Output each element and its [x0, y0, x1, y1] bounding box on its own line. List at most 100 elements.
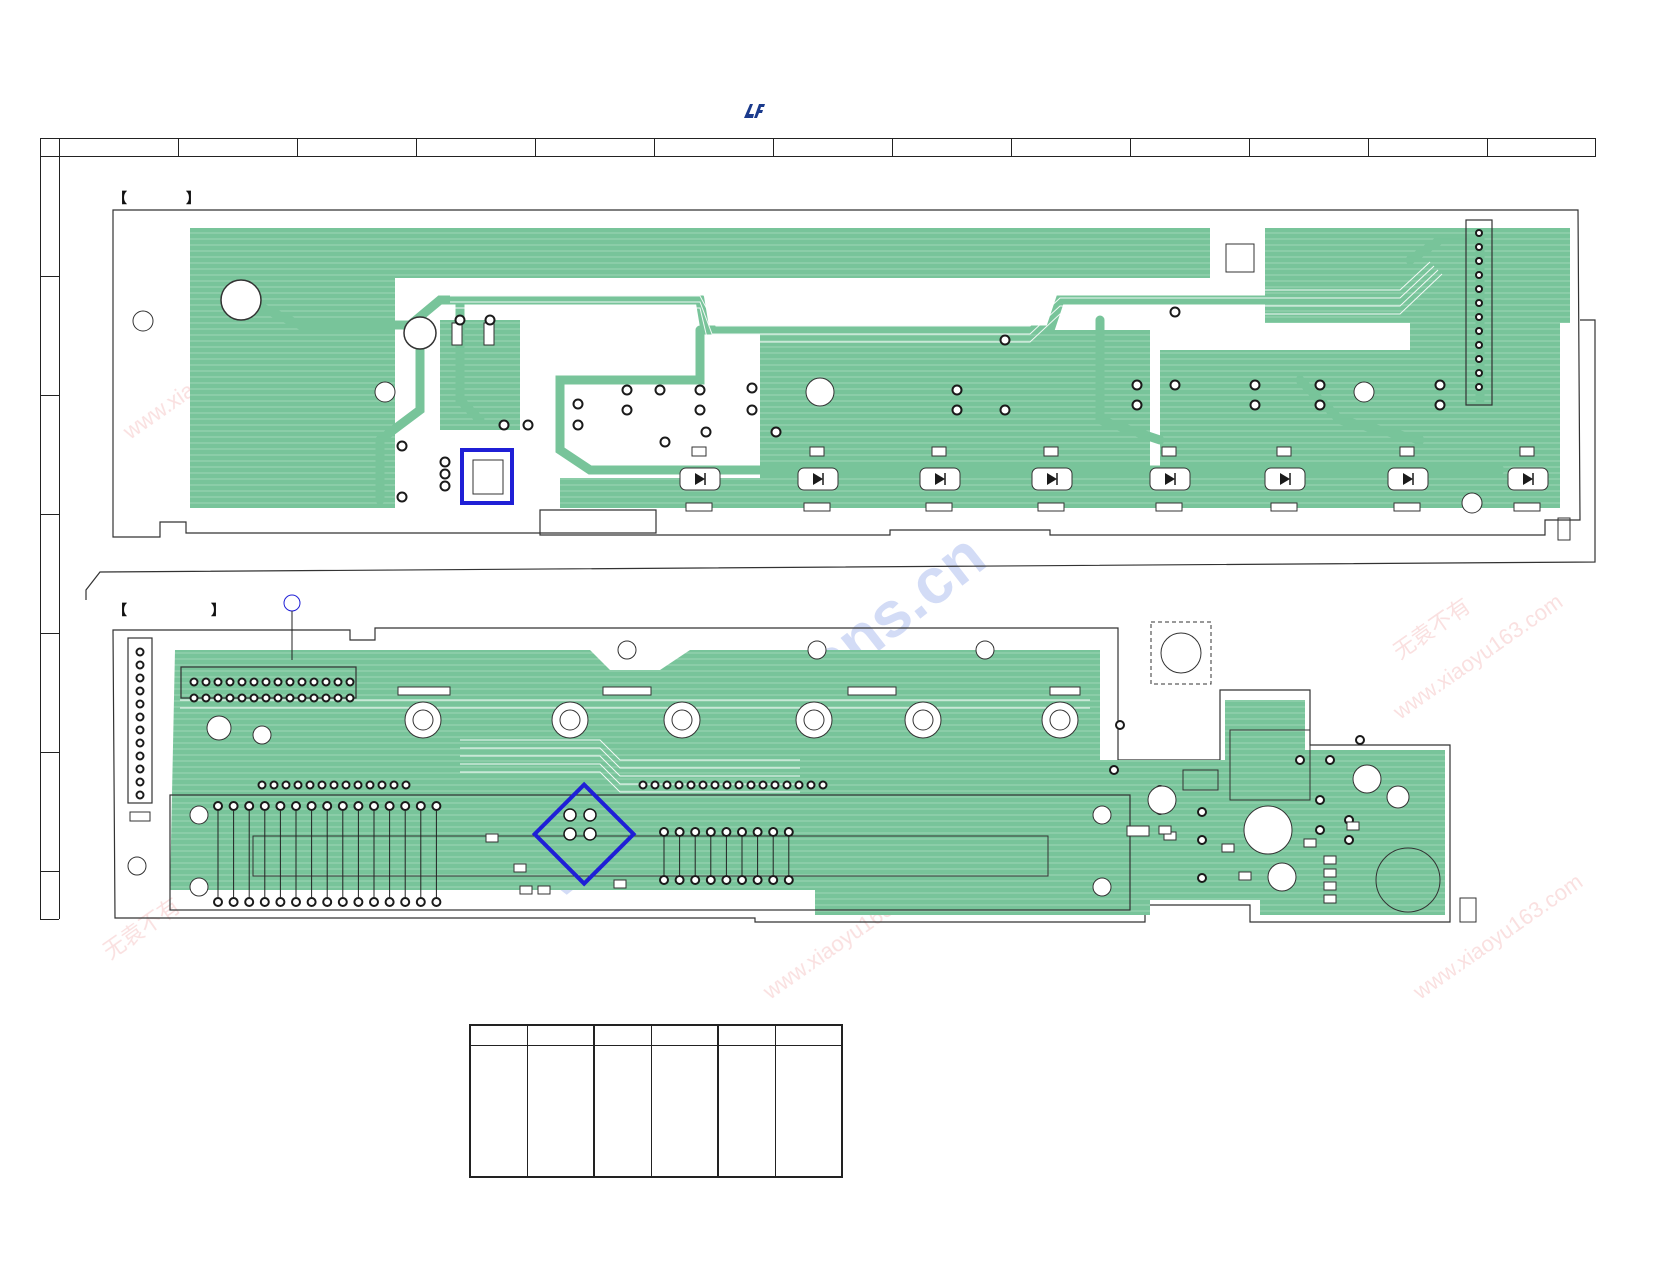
mounting-hole — [252, 725, 272, 745]
lcd-pin — [400, 801, 411, 811]
header-pin — [321, 693, 331, 703]
solder-pad — [401, 780, 411, 790]
header-pin — [285, 693, 295, 703]
solder-pad — [654, 384, 666, 396]
chip-component — [1346, 821, 1360, 831]
solder-pad — [999, 404, 1011, 416]
top-board-copper-left — [190, 278, 395, 508]
chip-component — [1158, 825, 1172, 835]
electrolytic-capacitor — [1267, 862, 1297, 892]
lcd-pin — [768, 827, 779, 837]
electrolytic-capacitor — [1352, 764, 1382, 794]
connector-pin — [135, 751, 145, 761]
mounting-hole — [189, 877, 209, 897]
lcd-leads — [217, 810, 790, 898]
lcd-pin — [306, 897, 317, 907]
top-board — [112, 209, 1581, 538]
lcd-pin — [291, 801, 301, 811]
connector-pin — [135, 725, 145, 735]
resistor-chip — [809, 446, 825, 457]
lcd-inner-window — [252, 835, 1049, 877]
lcd-pin — [659, 875, 669, 885]
solder-pad — [257, 780, 267, 790]
resistor — [129, 811, 151, 822]
lcd-pin — [737, 827, 747, 837]
lcd-pin — [291, 897, 301, 907]
header-pin — [213, 693, 223, 703]
solder-pad — [700, 426, 712, 438]
header-pin — [333, 693, 343, 703]
grid-row-divider — [40, 752, 59, 753]
led-label-pad — [1393, 502, 1421, 512]
solder-pad — [1355, 735, 1365, 745]
solder-pad — [951, 384, 963, 396]
bottom-board-bus-traces — [180, 699, 1090, 793]
lcd-pin — [690, 875, 701, 885]
chip-component — [1221, 843, 1235, 853]
resistor-chip — [1161, 446, 1177, 457]
chip-component — [513, 863, 527, 873]
chip-component — [1238, 871, 1252, 881]
lcd-pin — [705, 827, 716, 837]
lcd-pin — [721, 827, 732, 837]
grid-column-divider — [178, 138, 179, 156]
solder-pad — [662, 780, 672, 790]
switch-label-pad — [847, 686, 897, 696]
mounting-hole — [1092, 877, 1112, 897]
reference-table-col — [651, 1026, 652, 1176]
solder-pad — [341, 780, 351, 790]
bottom-board — [112, 517, 1571, 923]
header-pin — [213, 677, 223, 687]
resistor-chip — [1519, 446, 1535, 457]
lcd-pin — [415, 897, 426, 907]
lcd-pin — [337, 801, 348, 811]
mounting-hole — [617, 640, 637, 660]
solder-pad — [1197, 807, 1207, 817]
highlighted-ic-top[interactable] — [460, 448, 514, 505]
bottom-board-copper-block — [795, 800, 1085, 885]
lcd-pin — [369, 801, 379, 811]
led-label-pad — [1155, 502, 1183, 512]
chip-component — [1303, 838, 1317, 848]
grid-frame-right — [1595, 138, 1596, 157]
highlighted-ic-bottom[interactable] — [531, 781, 637, 887]
solder-pad — [746, 404, 758, 416]
tact-switch — [551, 701, 589, 739]
electrolytic-capacitor — [403, 316, 437, 350]
solder-pad — [818, 780, 828, 790]
solder-pad — [396, 440, 408, 452]
lcd-pin — [674, 827, 685, 837]
grid-row-divider — [40, 395, 59, 396]
watermark-text: www.xiaoyu163.com — [1388, 589, 1567, 725]
right-round-part — [1375, 847, 1441, 913]
tact-switch-inner — [912, 709, 934, 731]
grid-column-divider — [654, 138, 655, 156]
resistor-chip — [1043, 446, 1059, 457]
rotary-encoder-hole — [1243, 805, 1293, 855]
solder-pad — [1249, 399, 1261, 411]
solder-pad — [1315, 825, 1325, 835]
lcd-pin — [213, 801, 223, 811]
header-pin — [201, 677, 211, 687]
solder-pad — [770, 426, 782, 438]
connector-pin — [135, 777, 145, 787]
solder-pad — [281, 780, 291, 790]
header-pin — [261, 693, 271, 703]
lcd-pin — [752, 875, 763, 885]
transistor — [1386, 785, 1410, 809]
solder-pad — [782, 780, 792, 790]
solder-pad — [293, 780, 303, 790]
solder-pad — [722, 780, 732, 790]
resistor-chip — [931, 446, 947, 457]
bottom-board-label-close: 】 — [211, 602, 225, 618]
solder-pad — [439, 456, 451, 468]
header-pin — [297, 677, 307, 687]
solder-pad — [1249, 379, 1261, 391]
connector-pin — [135, 764, 145, 774]
header-pin — [285, 677, 295, 687]
lcd-pin — [228, 801, 239, 811]
solder-pad — [269, 780, 279, 790]
solder-pad — [1434, 379, 1446, 391]
solder-pad — [746, 382, 758, 394]
solder-pad — [686, 780, 696, 790]
